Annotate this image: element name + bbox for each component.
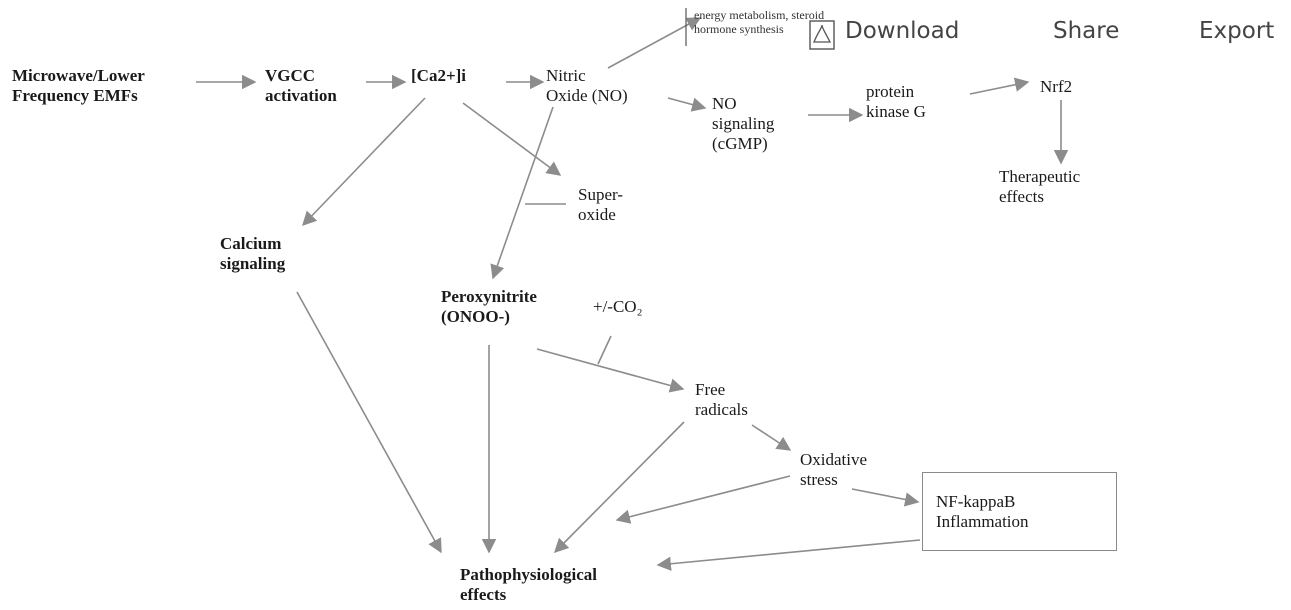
nitric-oxide-node: Nitric Oxide (NO) xyxy=(546,66,628,105)
share-label: Share xyxy=(1053,18,1120,44)
arrow-oxidative-nfkappab xyxy=(851,488,920,507)
arrow-peroxynitrite-freeradicals xyxy=(536,348,685,393)
calcium-ion-node: [Ca2+]i xyxy=(411,66,467,85)
no-signaling-node: NO signaling (cGMP) xyxy=(712,94,775,153)
pdf-icon xyxy=(809,20,835,50)
share-button[interactable]: Share xyxy=(1053,14,1119,48)
download-label: Download xyxy=(845,18,960,44)
arrow-no-peroxynitrite xyxy=(490,106,554,280)
arrow-nfkappab-patho xyxy=(656,539,921,571)
free-radicals-node: Free radicals xyxy=(695,380,748,419)
arrow-ca-superoxide xyxy=(462,102,562,176)
superoxide-node: Super- oxide xyxy=(578,185,623,224)
arrow-pkg-nrf2 xyxy=(969,77,1030,95)
calcium-signaling-node: Calcium signaling xyxy=(220,234,286,273)
arrow-freeradicals-oxidative xyxy=(751,424,792,451)
pathophysiological-node: Pathophysiological effects xyxy=(460,565,597,604)
arrow-no-nosignaling xyxy=(667,97,707,112)
arrow-oxidative-patho xyxy=(615,475,791,524)
nfkappab-node: NF-kappaB Inflammation xyxy=(936,492,1029,531)
export-label: Export xyxy=(1199,18,1275,44)
protein-kinase-g-node: protein kinase G xyxy=(866,82,926,121)
line-co2-join xyxy=(597,335,612,365)
download-button[interactable]: Download xyxy=(809,14,960,50)
nfkappab-box xyxy=(922,472,1117,551)
oxidative-stress-node: Oxidative stress xyxy=(800,450,868,489)
peroxynitrite-node: Peroxynitrite (ONOO-) xyxy=(441,287,537,326)
arrow-freeradicals-patho xyxy=(553,421,685,554)
export-button[interactable]: Export xyxy=(1199,14,1274,48)
energy-note: energy metabolism, steroid hormone synth… xyxy=(694,8,825,36)
arrow-calcium-patho xyxy=(296,291,442,554)
arrow-ca-calcium xyxy=(302,97,426,227)
emf-node: Microwave/Lower Frequency EMFs xyxy=(12,66,145,105)
co2-label: +/-CO₂ xyxy=(593,297,643,316)
therapeutic-node: Therapeutic effects xyxy=(999,167,1081,206)
nrf2-node: Nrf2 xyxy=(1040,77,1073,96)
top-toolbar: Download Share Export xyxy=(809,14,1291,54)
vgcc-node: VGCC activation xyxy=(265,66,337,105)
arrow-no-energy xyxy=(607,17,702,69)
